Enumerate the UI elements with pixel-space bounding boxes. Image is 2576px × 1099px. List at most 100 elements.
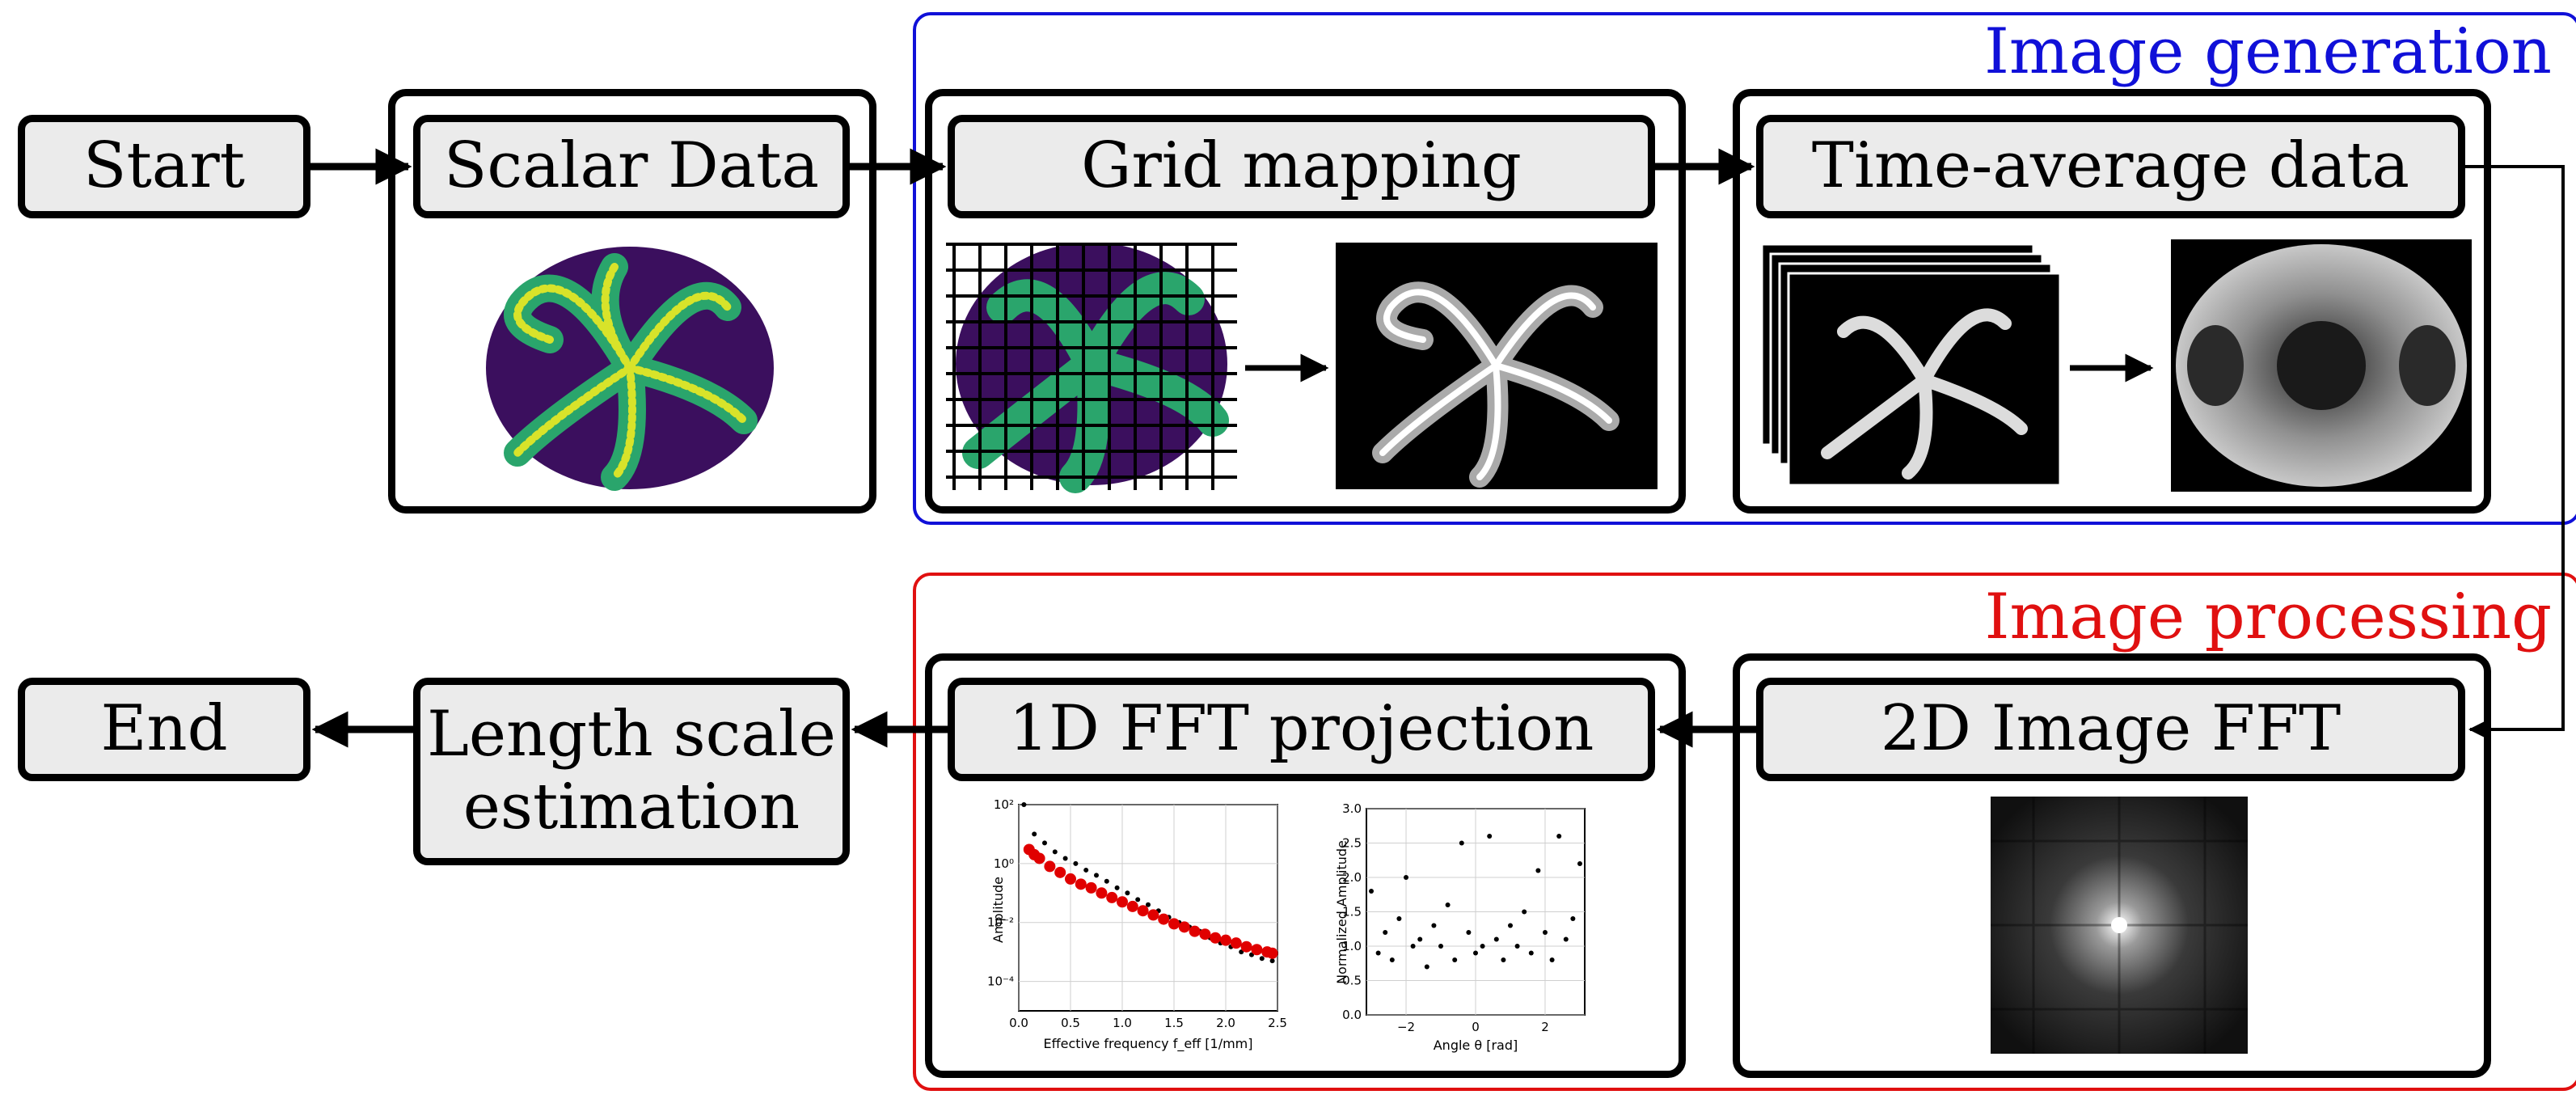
chart2-point (1452, 957, 1458, 962)
chart1-binned-point (1210, 932, 1222, 944)
chart2-ylabel: Normalized Amplitude (1334, 840, 1349, 984)
chart2-y-tick: 0.0 (1342, 1008, 1362, 1022)
chart2-point (1383, 930, 1388, 935)
chart2-point (1466, 930, 1472, 935)
chart1-y-tick: 10² (994, 797, 1014, 812)
chart1-x-tick: 0.0 (1009, 1016, 1028, 1030)
chart2-point (1522, 909, 1527, 915)
chart1-x-tick: 2.0 (1216, 1016, 1235, 1030)
arrow-timeavg-fft2d (2465, 165, 2565, 738)
chart1-binned-point (1199, 928, 1211, 940)
chart1-binned-point (1065, 873, 1076, 885)
chart1-sample-point (1114, 885, 1120, 890)
start-node: Start (18, 115, 310, 218)
chart1-binned-point (1137, 905, 1149, 917)
grid-mapping-node: Grid mapping (948, 115, 1655, 218)
chart2-point (1487, 834, 1493, 839)
length-scale-node: Length scale estimation (413, 678, 850, 865)
amplitude-frequency-chart: 0.0 0.5 1.0 1.5 2.0 2.5 10² 10⁰ 10⁻² 10⁻⁴ Amplit… (987, 797, 1287, 1052)
chart2-point (1563, 936, 1569, 942)
chart1-binned-point (1230, 937, 1242, 949)
time-average-node: Time-average data (1756, 115, 2465, 218)
chart2-xlabel: Angle θ [rad] (1434, 1038, 1518, 1053)
chart2-point (1404, 875, 1409, 880)
chart2-x-tick: −2 (1397, 1020, 1415, 1034)
chart2-point (1577, 861, 1582, 866)
image-processing-title: Image processing (1984, 581, 2552, 653)
chart2-point (1556, 834, 1562, 839)
fft-2d-image (1991, 797, 2248, 1054)
chart2-point (1493, 936, 1499, 942)
chart1-y-tick: 10⁻⁴ (987, 974, 1014, 989)
chart1-x-tick: 1.0 (1113, 1016, 1132, 1030)
chart2-point (1480, 944, 1485, 949)
chart1-binned-point (1126, 900, 1138, 912)
chart1-sample-point (1269, 958, 1275, 964)
chart1-binned-point (1266, 947, 1278, 959)
chart1-binned-point (1075, 878, 1087, 890)
chart1-x-tick: 1.5 (1164, 1016, 1184, 1030)
chart1-binned-point (1178, 921, 1190, 933)
chart2-point (1570, 916, 1576, 921)
chart2-point (1542, 930, 1548, 935)
chart1-binned-point (1220, 934, 1231, 946)
image-processing-group: Image processing (913, 573, 2576, 1091)
chart1-sample-point (1125, 890, 1130, 896)
chart1-sample-point (1073, 860, 1079, 866)
chart2-point (1507, 923, 1513, 928)
chart1-sample-point (1032, 831, 1037, 837)
chart1-sample-point (1146, 902, 1151, 907)
chart1-y-tick: 10⁻² (987, 915, 1014, 930)
chart2-point (1396, 916, 1402, 921)
chart2-point (1501, 957, 1506, 962)
chart2-point (1410, 944, 1416, 949)
chart2-point (1431, 923, 1437, 928)
chart2-point (1535, 868, 1541, 873)
chart1-sample-point (1062, 856, 1068, 861)
chart1-sample-point (1135, 897, 1141, 902)
chart1-sample-point (1083, 867, 1089, 873)
frame-stack (1760, 243, 2062, 487)
chart1-x-tick: 0.5 (1061, 1016, 1080, 1030)
chart1-y-tick: 10⁰ (994, 856, 1014, 871)
mapped-image (1336, 243, 1658, 489)
image-generation-title: Image generation (1984, 15, 2552, 88)
scalar-data-node: Scalar Data (413, 115, 850, 218)
chart1-binned-point (1189, 925, 1201, 937)
chart2-y-tick: 3.0 (1342, 801, 1362, 816)
chart2-y-tick: 0.5 (1342, 974, 1362, 988)
chart1-binned-point (1096, 887, 1108, 899)
chart1-binned-point (1054, 866, 1066, 878)
chart1-xlabel: Effective frequency f_eff [1/mm] (1043, 1036, 1252, 1052)
chart1-binned-point (1147, 909, 1159, 921)
grid-mapped-plot (946, 243, 1237, 493)
chart2-point (1445, 902, 1451, 907)
chart2-point (1375, 950, 1381, 956)
chart1-binned-point (1044, 860, 1056, 873)
chart2-y-tick: 2.5 (1342, 836, 1362, 851)
chart1-binned-point (1033, 852, 1045, 864)
chart1-sample-point (1052, 849, 1058, 855)
chart1-sample-point (1021, 802, 1027, 807)
chart1-sample-point (1094, 873, 1099, 878)
chart1-plot-area (1018, 804, 1278, 1012)
chart1-x-tick: 2.5 (1268, 1016, 1287, 1030)
chart2-y-tick: 1.0 (1342, 939, 1362, 953)
chart2-y-tick: 2.0 (1342, 870, 1362, 885)
chart2-x-tick: 0 (1472, 1020, 1480, 1034)
chart2-y-tick: 1.5 (1342, 905, 1362, 919)
chart1-ylabel: Amplitude (990, 877, 1006, 943)
chart1-binned-point (1251, 944, 1263, 956)
averaged-image (2171, 239, 2472, 492)
chart2-point (1473, 950, 1478, 956)
chart2-point (1514, 944, 1520, 949)
chart2-point (1417, 936, 1423, 942)
chart1-binned-point (1106, 891, 1118, 903)
chart2-point (1438, 944, 1444, 949)
fft-2d-node: 2D Image FFT (1756, 678, 2465, 781)
chart1-sample-point (1042, 840, 1047, 846)
chart2-point (1389, 957, 1395, 962)
chart1-binned-point (1085, 881, 1097, 894)
